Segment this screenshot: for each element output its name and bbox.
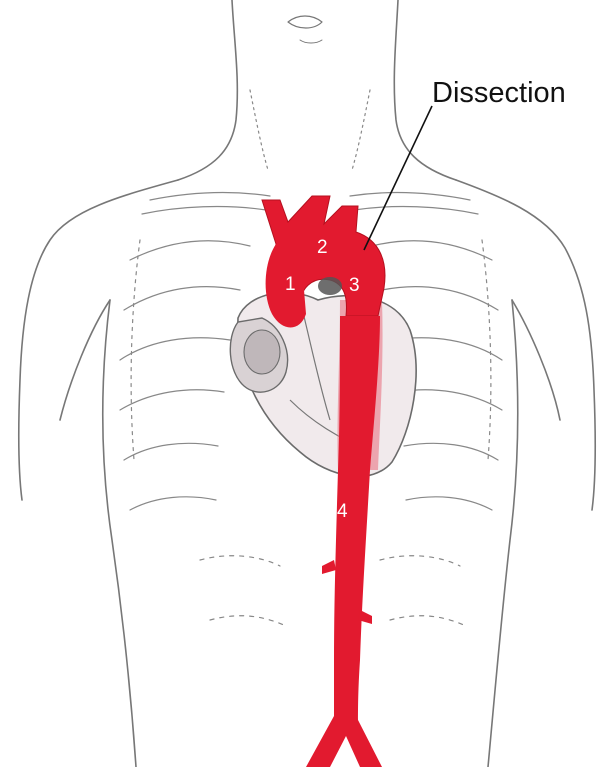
dissection-label: Dissection — [432, 77, 566, 109]
aorta — [262, 196, 385, 767]
segment-label-3: 3 — [349, 275, 360, 296]
segment-label-2: 2 — [317, 237, 328, 258]
segment-label-1: 1 — [285, 274, 296, 295]
segment-label-4: 4 — [337, 501, 348, 522]
heart — [230, 293, 416, 477]
